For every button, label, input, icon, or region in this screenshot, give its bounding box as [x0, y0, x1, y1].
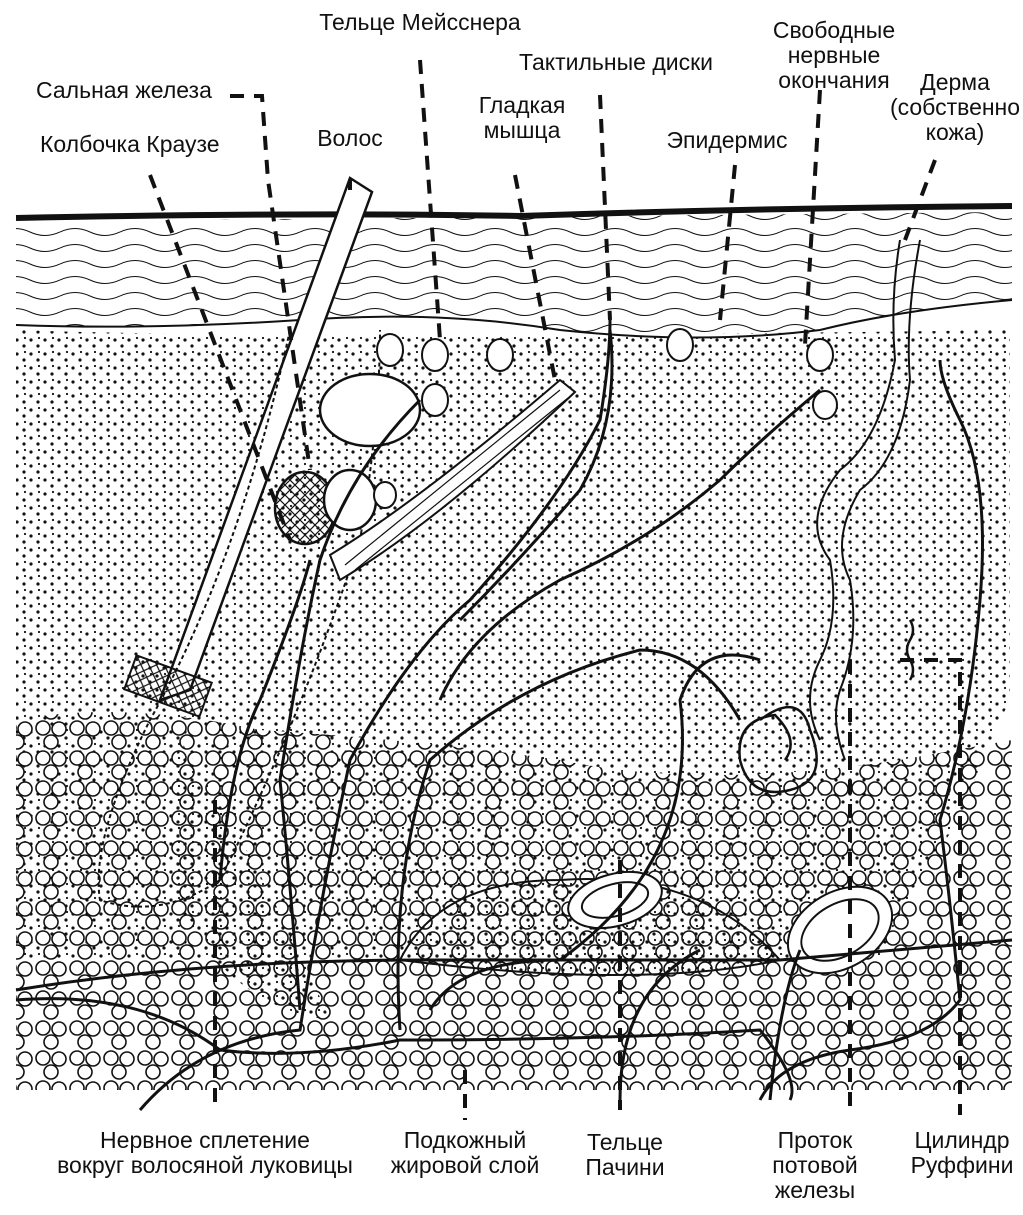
label-hair-nerve-plexus: Нервное сплетение вокруг волосяной луков…: [57, 1128, 353, 1178]
label-subcutaneous-fat: Подкожный жировой слой: [391, 1128, 540, 1178]
label-meissner-corpuscle: Тельце Мейсснера: [319, 10, 520, 35]
label-pacini-corpuscle: Тельце Пачини: [585, 1130, 664, 1180]
sebaceous-lobe: [324, 470, 376, 530]
label-sebaceous-gland: Сальная железа: [36, 78, 212, 103]
label-dermis: Дерма (собственно кожа): [890, 70, 1020, 145]
label-hair: Волос: [317, 126, 383, 151]
label-epidermis: Эпидермис: [667, 128, 788, 153]
label-tactile-discs: Тактильные диски: [519, 50, 713, 75]
label-sweat-gland-duct: Проток потовой железы: [772, 1128, 857, 1203]
sebaceous-lobe: [320, 374, 420, 446]
epidermis-layer: [16, 212, 1012, 338]
label-ruffini-cylinder: Цилиндр Руффини: [911, 1128, 1014, 1178]
label-krause-bulb: Колбочка Краузе: [40, 132, 220, 157]
label-smooth-muscle: Гладкая мышца: [479, 93, 566, 143]
